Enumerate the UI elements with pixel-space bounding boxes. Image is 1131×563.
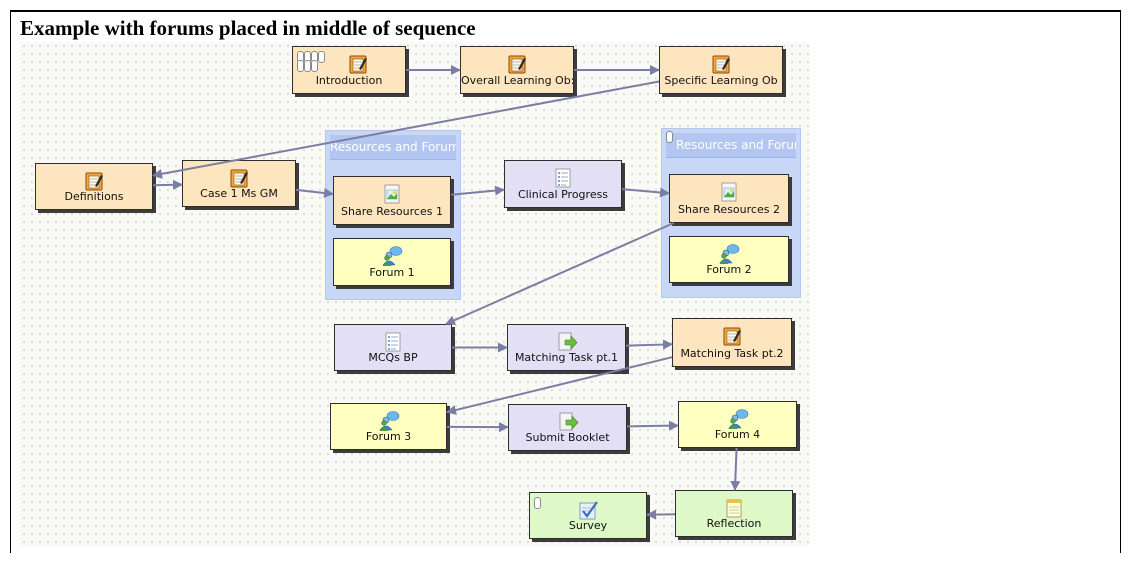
image-resource-icon	[718, 181, 740, 203]
activity-introduction[interactable]: Introduction	[292, 46, 406, 94]
activity-label: Matching Task pt.2	[680, 347, 784, 360]
group-title: Resources and Forum	[666, 133, 796, 158]
list-doc-icon	[552, 167, 574, 189]
activity-forum-2[interactable]: Forum 2	[669, 236, 789, 283]
activity-forum-3[interactable]: Forum 3	[330, 403, 447, 450]
activity-share-resources-1[interactable]: Share Resources 1	[333, 176, 451, 225]
activity-label: Specific Learning Ob	[664, 74, 778, 87]
forum-icon	[378, 410, 400, 432]
forum-icon	[718, 243, 740, 265]
notebook-icon	[506, 53, 528, 75]
notepad-icon	[723, 497, 745, 519]
activity-share-resources-2[interactable]: Share Resources 2	[669, 174, 789, 223]
activity-label: Submit Booklet	[525, 431, 610, 444]
activity-clinical-progress[interactable]: Clinical Progress	[504, 160, 622, 208]
optional-marker-icon	[318, 51, 325, 63]
activity-reflection[interactable]: Reflection	[675, 490, 793, 537]
activity-label: Overall Learning Ob:	[461, 74, 573, 87]
optional-marker-icon	[666, 131, 673, 143]
notebook-icon	[721, 325, 743, 347]
notebook-icon	[83, 170, 105, 192]
notebook-icon	[710, 53, 732, 75]
activity-submit-booklet[interactable]: Submit Booklet	[508, 404, 627, 451]
optional-marker-icon	[297, 60, 304, 72]
list-doc-icon	[382, 331, 404, 353]
optional-marker-icon	[534, 497, 541, 509]
activity-label: Share Resources 1	[341, 205, 443, 218]
activity-label: Forum 4	[714, 428, 761, 441]
forum-icon	[381, 245, 403, 267]
activity-label: Forum 1	[369, 266, 415, 279]
survey-check-icon	[577, 499, 599, 521]
optional-marker-icon	[311, 60, 318, 72]
activity-case-1[interactable]: Case 1 Ms GM	[182, 160, 296, 207]
activity-label: Clinical Progress	[517, 188, 609, 201]
image-resource-icon	[381, 183, 403, 205]
activity-label: Matching Task pt.1	[514, 351, 619, 364]
forum-icon	[727, 408, 749, 430]
activity-label: Forum 3	[365, 430, 412, 443]
notebook-icon	[347, 53, 369, 75]
activity-label: Introduction	[315, 74, 383, 87]
activity-label: Survey	[568, 519, 608, 532]
activity-survey[interactable]: Survey	[529, 492, 647, 539]
activity-label: MCQs BP	[368, 351, 418, 364]
submit-arrow-icon	[556, 331, 578, 353]
activity-mcqs-bp[interactable]: MCQs BP	[334, 324, 452, 371]
activity-label: Definitions	[64, 190, 124, 203]
activity-overall-learning-objectives[interactable]: Overall Learning Ob:	[460, 46, 574, 94]
group-title: Resources and Forum	[330, 135, 456, 160]
activity-label: Share Resources 2	[678, 203, 780, 216]
activity-specific-learning-objectives[interactable]: Specific Learning Ob	[659, 46, 783, 94]
activity-definitions[interactable]: Definitions	[35, 163, 153, 210]
activity-forum-1[interactable]: Forum 1	[333, 238, 451, 286]
activity-matching-task-2[interactable]: Matching Task pt.2	[672, 318, 792, 367]
activity-label: Reflection	[706, 517, 762, 530]
notebook-icon	[228, 167, 250, 189]
figure-caption: Example with forums placed in middle of …	[20, 16, 476, 40]
activity-matching-task-1[interactable]: Matching Task pt.1	[507, 324, 626, 371]
activity-label: Forum 2	[706, 263, 752, 276]
activity-forum-4[interactable]: Forum 4	[678, 401, 797, 448]
submit-arrow-icon	[557, 411, 579, 433]
optional-marker-icon	[304, 60, 311, 72]
activity-label: Case 1 Ms GM	[200, 187, 278, 200]
